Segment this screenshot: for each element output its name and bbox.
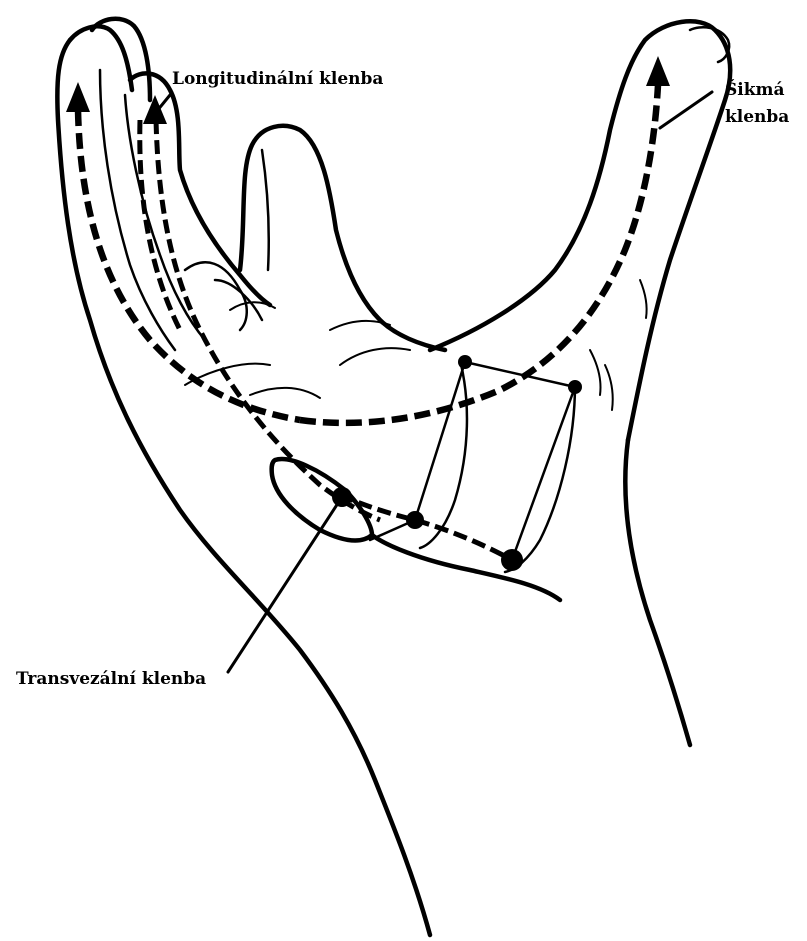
thumb-crease-3 xyxy=(640,280,647,318)
thumb-crease-2 xyxy=(605,365,613,410)
joint-dot-2 xyxy=(406,511,424,529)
joint-dot-4 xyxy=(458,355,472,369)
longitudinal-arrow-head-2 xyxy=(143,95,167,124)
label-transverse-arch: Transvezální klenba xyxy=(16,669,206,689)
middle-finger-inner-edge xyxy=(125,95,205,340)
label-oblique-arch-line2: klenba xyxy=(725,107,789,127)
joint-dot-5 xyxy=(568,380,582,394)
index-finger-outline xyxy=(240,126,445,350)
thumb-crease-1 xyxy=(590,350,601,395)
label-oblique-arch-line1: Šikmá xyxy=(725,79,785,100)
index-finger-inner-edge xyxy=(262,150,269,270)
thumb-web-outline xyxy=(430,21,730,440)
oblique-arrow-head xyxy=(646,56,670,86)
longitudinal-arch-ring-finger xyxy=(140,120,180,330)
longitudinal-arch-little-finger xyxy=(78,110,300,420)
carpal-link-1 xyxy=(465,362,575,387)
transverse-arch-line xyxy=(340,495,512,560)
carpal-link-2 xyxy=(415,362,465,520)
hand-outline xyxy=(57,19,730,935)
joint-dot-3 xyxy=(501,549,523,571)
palm-crease-2 xyxy=(250,388,320,398)
leader-oblique xyxy=(660,92,712,128)
palm-crease-4 xyxy=(340,348,410,365)
palm-crease-3 xyxy=(330,321,390,330)
oblique-arch-line xyxy=(300,85,658,423)
label-longitudinal-arch: Longitudinální klenba xyxy=(172,69,383,89)
longitudinal-arrow-head-1 xyxy=(66,82,90,112)
thenar-base-line xyxy=(372,535,560,600)
longitudinal-arch-group xyxy=(66,82,380,520)
thenar-crease xyxy=(420,360,467,548)
radial-border-line xyxy=(625,440,690,745)
